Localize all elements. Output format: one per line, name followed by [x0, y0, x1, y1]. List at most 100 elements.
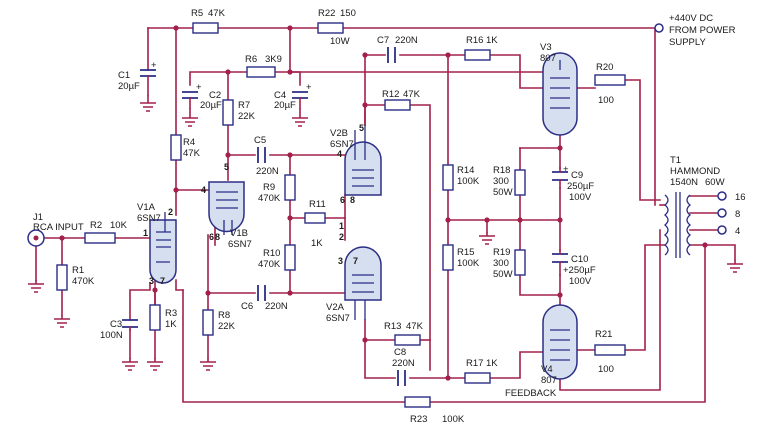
value-r22: 150 — [340, 8, 356, 19]
label-c10: C10 — [571, 254, 588, 265]
label-r22: R22 — [318, 8, 335, 19]
resistor-r15 — [442, 244, 454, 271]
label-r15: R15 — [457, 247, 474, 258]
volt-c9: 100V — [569, 192, 592, 203]
pin-v2b-8: 8 — [350, 195, 355, 205]
ground-c2 — [182, 108, 198, 127]
label-c5: C5 — [254, 135, 266, 146]
tubes — [149, 52, 578, 380]
type-v3: 807 — [540, 53, 556, 64]
pin-v1a-1: 1 — [143, 228, 148, 238]
label-c3: C3 — [110, 319, 122, 330]
resistor-r3 — [149, 304, 161, 331]
resistor-r16 — [464, 49, 491, 61]
resistor-r8 — [202, 309, 214, 336]
resistor-r13 — [394, 334, 421, 346]
label-c4: C4 — [274, 90, 286, 101]
resistor-r22 — [317, 22, 344, 34]
value-r5: 47K — [208, 8, 226, 19]
value-c7: 220N — [395, 35, 418, 46]
label-r6: R6 — [245, 54, 257, 65]
ground-c4 — [292, 108, 308, 127]
supply-line1: +440V DC — [669, 13, 713, 24]
tap-8: 8 — [735, 209, 740, 220]
pin-v1b-5: 5 — [224, 162, 229, 172]
resistor-r4 — [170, 134, 182, 161]
label-r12: R12 — [382, 89, 399, 100]
pin-numbers: 1 2 3 4 5 6 4 5 6 3 7 8 7 8 1 2 — [143, 123, 364, 286]
value-c8: 220N — [392, 358, 415, 369]
label-c9: C9 — [571, 170, 583, 181]
transformer-t1 — [663, 192, 692, 258]
type-v1a: 6SN7 — [137, 213, 161, 224]
capacitor-c4: + — [292, 82, 312, 109]
label-feedback: FEEDBACK — [505, 388, 557, 399]
terminal-4 — [717, 225, 727, 235]
terminals — [27, 23, 727, 247]
tap-4: 4 — [735, 226, 740, 237]
pin-v2a-7: 7 — [353, 256, 358, 266]
ground-out — [727, 260, 743, 273]
resistor-r9 — [284, 174, 296, 201]
label-r17: R17 — [466, 358, 483, 369]
svg-text:+: + — [151, 60, 157, 71]
value-r2: 10K — [110, 220, 128, 231]
pin-v2b-6: 6 — [340, 195, 345, 205]
label-v4: V4 — [541, 364, 553, 375]
svg-text:+: + — [306, 82, 312, 93]
value-r8: 22K — [218, 321, 236, 332]
capacitor-c9: + — [552, 164, 569, 189]
terminal-supply — [654, 23, 664, 33]
value-r18: 300 — [493, 176, 509, 187]
supply-line2: FROM POWER — [669, 25, 736, 36]
pin-v2b-5: 5 — [359, 123, 364, 133]
value-r10: 470K — [258, 259, 281, 270]
power-t1: 60W — [705, 177, 725, 188]
type-v2a: 6SN7 — [326, 313, 350, 324]
capacitor-c7 — [387, 47, 396, 63]
resistor-r12 — [384, 99, 411, 111]
name-t1: HAMMOND — [670, 166, 720, 177]
label-r10: R10 — [263, 248, 280, 259]
volt-c10: 100V — [569, 276, 592, 287]
label-c1: C1 — [118, 70, 130, 81]
labels: R5 47K R22 150 10W +440V DC FROM POWER S… — [33, 8, 746, 425]
resistor-r23 — [404, 396, 431, 408]
value-r19: 300 — [493, 258, 509, 269]
pin-v1b-6: 6 — [209, 232, 214, 242]
pin-v2b-4: 4 — [337, 149, 342, 159]
tube-v1a — [149, 212, 177, 284]
pin-v1a-3: 3 — [149, 276, 154, 286]
resistor-r18 — [514, 169, 526, 196]
capacitor-c3 — [122, 319, 138, 331]
value-c5: 220N — [256, 166, 279, 177]
model-t1: 1540N — [670, 177, 698, 188]
value-r7: 22K — [238, 111, 256, 122]
value-r21: 100 — [598, 364, 614, 375]
rca-jack-j1 — [27, 229, 45, 247]
label-r7: R7 — [238, 100, 250, 111]
label-r20: R20 — [596, 62, 613, 73]
resistor-r5 — [192, 22, 219, 34]
tube-v2a — [344, 246, 382, 320]
value-r20: 100 — [598, 95, 614, 106]
label-r9: R9 — [263, 182, 275, 193]
label-c6: C6 — [241, 301, 253, 312]
value-r4: 47K — [183, 148, 201, 159]
pin-v2a-1: 1 — [339, 221, 344, 231]
capacitor-c5 — [257, 147, 266, 163]
ground-r14 — [479, 232, 495, 245]
resistor-r17 — [464, 372, 491, 384]
resistor-r20 — [594, 74, 626, 86]
value-c1: 20µF — [118, 81, 140, 92]
ground-c1 — [140, 95, 156, 112]
label-r16: R16 — [466, 35, 483, 46]
resistors — [56, 22, 626, 408]
value-r9: 470K — [258, 193, 281, 204]
value-r23: 100K — [442, 414, 465, 425]
pin-v1a-2: 2 — [168, 207, 173, 217]
svg-text:+: + — [196, 82, 202, 93]
label-v2a: V2A — [326, 302, 345, 313]
label-r1: R1 — [72, 265, 84, 276]
